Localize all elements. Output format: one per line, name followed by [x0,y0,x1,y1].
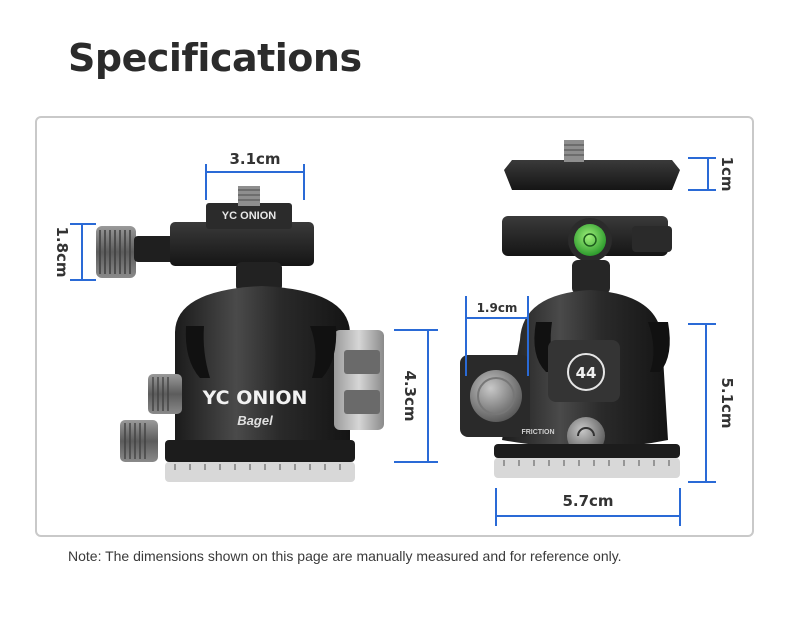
quick-release-plate: YC ONION [170,186,314,266]
plate-brand: YC ONION [222,210,276,222]
right-ball-head: 44 FRICTION [460,216,680,478]
clamp-knob [96,226,178,278]
front-knobs [120,374,182,462]
page-title: Specifications [68,36,362,80]
dimension-knob-depth [465,296,529,376]
bubble-level-icon [568,218,612,262]
dimension-ball-height [394,329,438,463]
model-name: Bagel [237,413,273,428]
dimension-height [688,323,716,483]
dimension-label-plate-width: 3.1cm [229,150,280,168]
dimension-knob-height [70,223,96,281]
brand-logo: YC ONION [202,387,308,409]
right-plate [504,140,680,190]
dimension-label-knob-depth: 1.9cm [477,301,518,315]
left-ball-head: YC ONION [96,186,384,482]
dimension-width [495,488,681,526]
disclaimer-note: Note: The dimensions shown on this page … [68,548,622,564]
friction-label: FRICTION [521,429,554,436]
dimension-plate-width [205,164,305,200]
friction-badge: 44 [548,340,620,402]
dimension-label-knob-height: 1.8cm [53,226,71,277]
badge-number: 44 [576,364,597,382]
dimension-label-width: 5.7cm [562,492,613,510]
dimension-label-plate-thickness: 1cm [718,157,736,192]
dimension-label-ball-height: 4.3cm [401,370,419,421]
dimension-plate-thickness [688,157,716,191]
dimension-label-height: 5.1cm [718,377,736,428]
spec-panel [35,116,754,537]
